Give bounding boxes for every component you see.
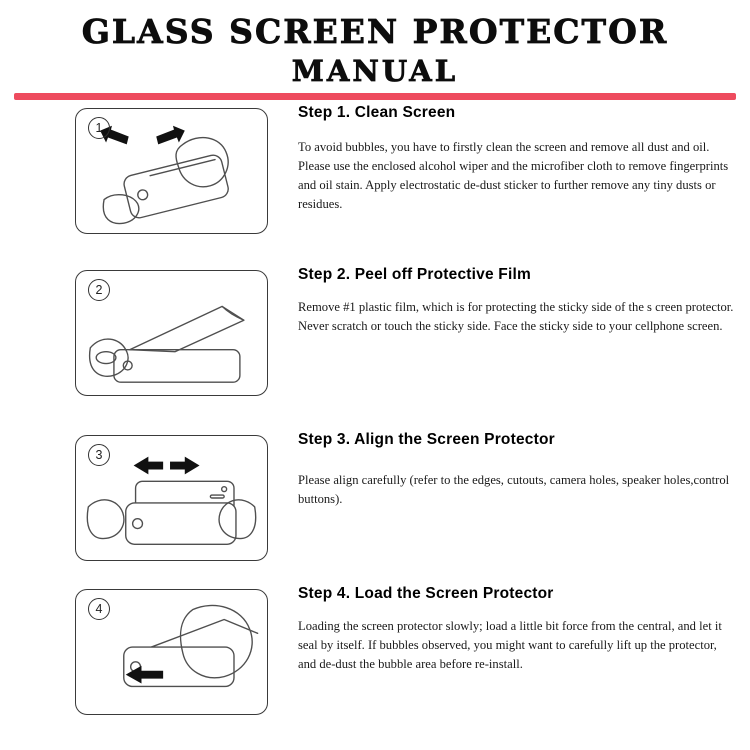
- accent-divider: [14, 93, 736, 100]
- phone-outline: [113, 349, 241, 383]
- align-arrow-right-icon: [170, 456, 200, 475]
- align-arrow-left-icon: [133, 456, 164, 475]
- step-2-body: Remove #1 plastic film, which is for pro…: [298, 300, 734, 333]
- holding-hand: [102, 194, 140, 225]
- press-arrow-left-icon: [125, 665, 164, 684]
- align-protector-illustration: [86, 456, 257, 545]
- step-1-text: Step 1. Clean Screen To avoid bubbles, y…: [298, 104, 736, 214]
- step-3-body: Please align carefully (refer to the edg…: [298, 473, 730, 506]
- step-number-badge: 1: [88, 117, 110, 139]
- peel-film-illustration: [88, 305, 245, 383]
- left-hand: [86, 499, 125, 540]
- step-2-row: 2 Step 2. Peel off Protective Film Remov…: [0, 266, 750, 406]
- step-4-body: Loading the screen protector slowly; loa…: [298, 619, 722, 671]
- title-line-1: GLASS SCREEN PROTECTOR: [81, 12, 669, 52]
- step-number-badge: 2: [88, 279, 110, 301]
- step-4-text: Step 4. Load the Screen Protector Loadin…: [298, 585, 736, 674]
- step-2-text: Step 2. Peel off Protective Film Remove …: [298, 266, 736, 336]
- step-4-row: 4 Step 4. Load the Screen Protector Load…: [0, 585, 750, 725]
- step-4-illustration-box: 4: [75, 589, 268, 715]
- right-hand: [218, 499, 257, 540]
- title-line-2: MANUAL: [291, 54, 459, 89]
- step-1-row: 1 Step 1. Clean Screen To avoid bubbles,…: [0, 104, 750, 244]
- step-4-heading: Step 4. Load the Screen Protector: [298, 585, 554, 602]
- pressing-hand: [179, 604, 253, 679]
- step-3-illustration-box: 3: [75, 435, 268, 561]
- load-protector-illustration: [123, 604, 259, 688]
- step-number-badge: 4: [88, 598, 110, 620]
- holding-hand: [88, 338, 129, 377]
- step-3-heading: Step 3. Align the Screen Protector: [298, 431, 555, 448]
- step-3-text: Step 3. Align the Screen Protector Pleas…: [298, 431, 736, 509]
- step-2-heading: Step 2. Peel off Protective Film: [298, 266, 531, 283]
- page-title: GLASS SCREEN PROTECTOR MANUAL: [0, 12, 750, 89]
- step-2-illustration-box: 2: [75, 270, 268, 396]
- wiping-hand: [175, 136, 229, 188]
- step-1-body: To avoid bubbles, you have to firstly cl…: [298, 140, 729, 211]
- thumb: [95, 351, 117, 365]
- protective-film: [128, 305, 245, 353]
- step-1-illustration-box: 1: [75, 108, 268, 234]
- phone-outline: [125, 502, 237, 545]
- wipe-arrow-right-icon: [156, 125, 185, 145]
- step-number-badge: 3: [88, 444, 110, 466]
- step-1-heading: Step 1. Clean Screen: [298, 104, 456, 121]
- step-3-row: 3 Step 3. Align the Screen Protector Ple…: [0, 431, 750, 571]
- protector-sheet: [150, 618, 259, 648]
